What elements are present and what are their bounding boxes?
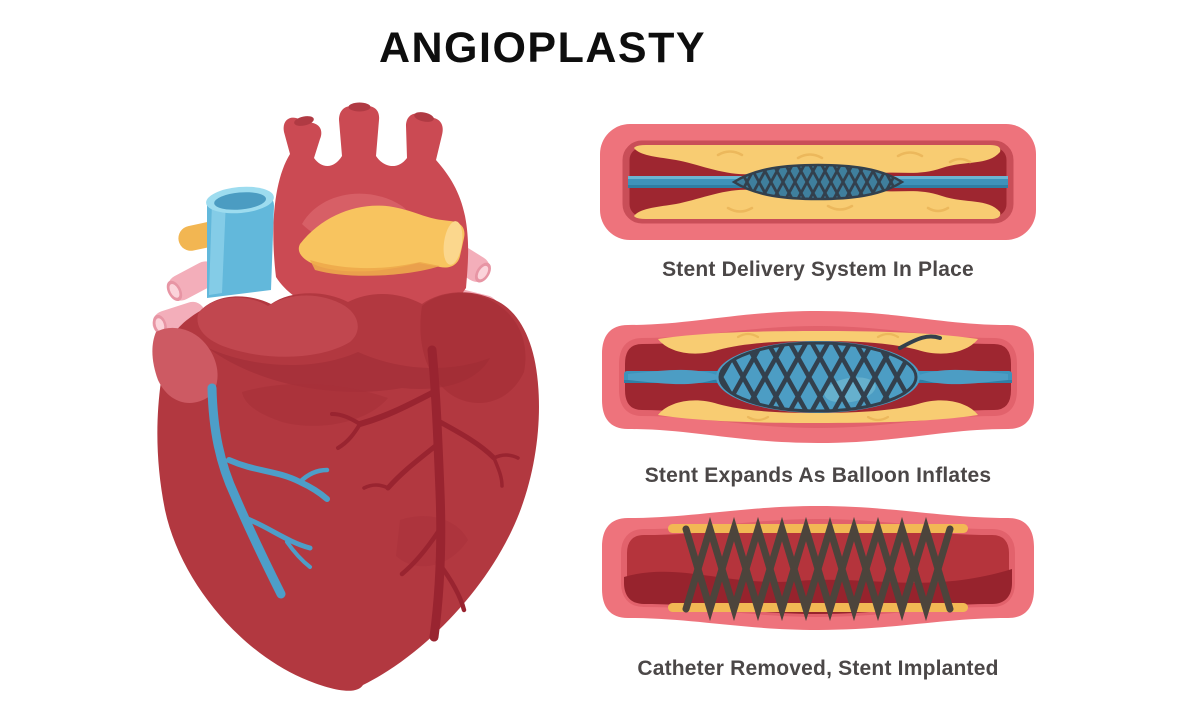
angioplasty-stages: Stent Delivery System In Place bbox=[598, 0, 1038, 727]
stage-caption-1: Stent Delivery System In Place bbox=[662, 258, 974, 281]
coronary-vein bbox=[207, 383, 330, 599]
left-flap bbox=[152, 327, 218, 403]
stray-wire bbox=[898, 334, 942, 350]
crimped-stent bbox=[731, 163, 905, 201]
superior-vena-cava bbox=[206, 186, 274, 298]
texture-patch-upper bbox=[242, 384, 388, 426]
lobe-shadow bbox=[208, 348, 490, 392]
plaque-lines bbox=[716, 150, 972, 213]
pa-end-cap bbox=[443, 221, 463, 265]
heart-illustration bbox=[150, 92, 575, 707]
plaque-remnant bbox=[668, 524, 968, 612]
coronary-artery-tree bbox=[330, 345, 520, 642]
stage-stent-expands bbox=[602, 311, 1034, 443]
pa-under-shade bbox=[310, 260, 440, 276]
left-auricle bbox=[197, 295, 358, 357]
implanted-stent bbox=[682, 516, 954, 622]
heart-body bbox=[152, 292, 539, 691]
pulmonary-artery bbox=[298, 205, 465, 276]
stage-stent-delivery bbox=[600, 124, 1036, 240]
stage-caption-3: Catheter Removed, Stent Implanted bbox=[637, 657, 999, 680]
heart-svg bbox=[152, 102, 539, 691]
stage-caption-2: Stent Expands As Balloon Inflates bbox=[644, 464, 992, 487]
stage-catheter-removed bbox=[602, 506, 1034, 630]
page-title: ANGIOPLASTY bbox=[378, 24, 707, 72]
svc-highlight bbox=[209, 200, 226, 295]
aorta-stub-tips bbox=[294, 102, 434, 126]
plaque-lines bbox=[736, 332, 900, 422]
